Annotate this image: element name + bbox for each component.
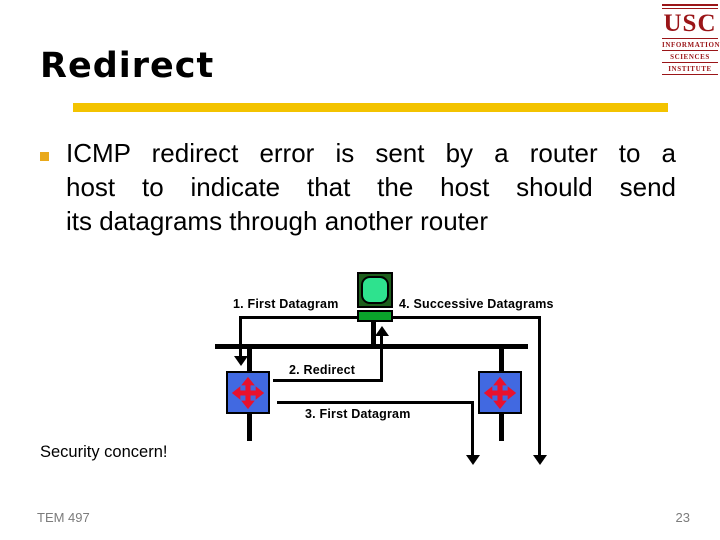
bullet-text-line: ICMP redirect error is sent by a router …	[66, 138, 676, 168]
host-computer-icon	[357, 272, 393, 308]
page-title: Redirect	[40, 46, 215, 86]
logo-rule	[662, 74, 718, 75]
label-step3: 3. First Datagram	[305, 407, 411, 421]
footer-course-code: TEM 497	[37, 510, 90, 525]
logo-rule	[662, 8, 718, 9]
logo-usc-text: USC	[663, 10, 717, 37]
bullet-text-line: its datagrams through another router	[66, 206, 489, 236]
step4-line-h	[392, 316, 541, 319]
arrow-down-icon	[533, 455, 547, 465]
logo-rule	[662, 50, 718, 51]
router2-stem-top	[499, 348, 504, 372]
label-step4: 4. Successive Datagrams	[399, 297, 554, 311]
step3-line-v	[471, 402, 474, 456]
label-step1: 1. First Datagram	[233, 297, 339, 311]
router1-stem-top	[247, 348, 252, 372]
title-accent-bar	[73, 103, 668, 112]
bullet-square-icon	[40, 152, 49, 161]
logo-word-institute: INSTITUTE	[668, 65, 712, 73]
logo-word-sciences: SCIENCES	[670, 53, 710, 61]
step1-line-v	[239, 317, 242, 358]
logo-rule	[662, 4, 718, 6]
router1-stem-bottom	[247, 413, 252, 441]
step4-line-v	[538, 317, 541, 456]
footer-page-number: 23	[675, 510, 690, 525]
host-stem	[371, 320, 376, 346]
arrow-down-icon	[466, 455, 480, 465]
network-line	[215, 344, 528, 349]
router-cross-arrows-icon	[483, 376, 517, 409]
step1-line-h	[239, 316, 358, 319]
router-cross-arrows-icon	[231, 376, 265, 409]
step2-line-v	[380, 335, 383, 382]
bullet-text-line: host to indicate that the host should se…	[66, 172, 676, 202]
label-step2: 2. Redirect	[289, 363, 356, 377]
security-note: Security concern!	[40, 443, 168, 461]
router-icon	[226, 371, 270, 414]
logo-word-information: INFORMATION	[662, 41, 720, 49]
logo-rule	[662, 62, 718, 63]
router-icon	[478, 371, 522, 414]
arrow-up-icon	[375, 326, 389, 336]
logo-rule	[662, 38, 718, 39]
usc-isi-logo: USC INFORMATION SCIENCES INSTITUTE	[662, 4, 720, 77]
router2-stem-bottom	[499, 413, 504, 441]
step2-line-h	[273, 379, 383, 382]
arrow-down-icon	[234, 356, 248, 366]
step3-line-h	[277, 401, 474, 404]
host-screen	[361, 276, 389, 304]
host-base	[357, 310, 393, 322]
bullet-paragraph: ICMP redirect error is sent by a router …	[66, 136, 676, 238]
